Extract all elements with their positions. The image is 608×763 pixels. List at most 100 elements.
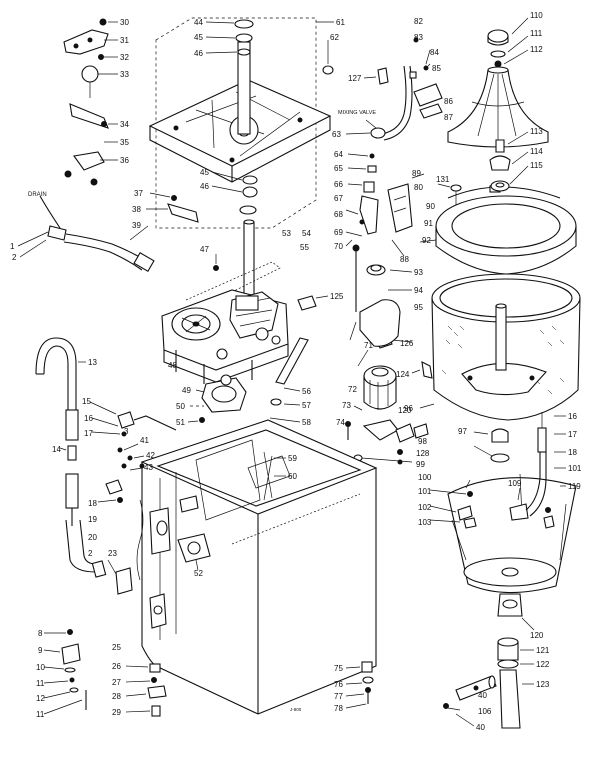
callout-83: 83	[414, 33, 423, 42]
callout-114: 114	[530, 147, 543, 156]
clamp-2	[91, 560, 107, 578]
callout-122: 122	[536, 660, 550, 669]
callout-25: 25	[112, 643, 121, 652]
callout-1: 1	[10, 242, 15, 251]
callout-50: 50	[176, 402, 185, 411]
bushing-97	[491, 428, 509, 443]
clip-127	[377, 67, 389, 85]
callout-23: 23	[108, 549, 117, 558]
callout-111: 111	[530, 29, 543, 38]
callout-82: 82	[414, 17, 423, 26]
text-labels: DRAIN MIXING VALVE J-800	[28, 110, 376, 712]
drain-hose-123	[499, 669, 521, 729]
clamp-9	[61, 643, 81, 665]
callout-69: 69	[334, 228, 343, 237]
callout-46: 46	[194, 49, 203, 58]
inlet-hose-82	[381, 65, 407, 135]
callout-84: 84	[430, 48, 439, 57]
washer-45	[235, 33, 253, 43]
callout-51: 51	[176, 418, 185, 427]
link-38	[167, 203, 199, 223]
callout-106: 106	[478, 707, 492, 716]
callout-35: 35	[120, 138, 129, 147]
callout-32: 32	[120, 53, 129, 62]
callout-94: 94	[414, 286, 423, 295]
callout-120a: 120	[398, 406, 412, 415]
callout-18: 18	[88, 499, 97, 508]
callout-61: 61	[336, 18, 345, 27]
callout-110: 110	[530, 11, 543, 20]
callout-99: 99	[416, 460, 425, 469]
callout-13: 13	[88, 358, 97, 367]
callout-2: 2	[12, 253, 17, 262]
callout-96: 96	[404, 404, 413, 413]
callout-77: 77	[334, 692, 343, 701]
callout-65: 65	[334, 164, 343, 173]
seal-111	[490, 50, 506, 58]
part-group-mixing-valve	[345, 37, 462, 262]
callout-14: 14	[52, 445, 61, 454]
drain-label: DRAIN	[28, 192, 47, 198]
callout-67: 67	[334, 194, 343, 203]
bracket-89	[387, 183, 413, 233]
callout-16b: 16	[568, 412, 577, 421]
callout-53: 53	[282, 229, 291, 238]
callout-47: 47	[200, 245, 209, 254]
callout-52: 52	[194, 569, 203, 578]
callout-2b: 2	[88, 549, 93, 558]
part-group-top-plate	[148, 17, 334, 229]
callout-55: 55	[300, 243, 309, 252]
callout-127: 127	[348, 74, 362, 83]
callout-40b: 40	[476, 723, 485, 732]
callout-40: 40	[478, 691, 487, 700]
callout-41: 41	[140, 436, 149, 445]
part-group-outer-tub	[366, 185, 581, 421]
callout-28: 28	[112, 692, 121, 701]
callout-31: 31	[120, 36, 129, 45]
figure-code: J-800	[290, 707, 302, 712]
bearing-45b	[242, 175, 258, 185]
part-group-left-hoses	[35, 337, 177, 715]
callout-54: 54	[302, 229, 311, 238]
callout-39: 39	[132, 221, 141, 230]
hose-14	[65, 473, 79, 509]
callout-36: 36	[120, 156, 129, 165]
callout-131: 131	[436, 175, 450, 184]
callout-86: 86	[444, 97, 453, 106]
callout-88: 88	[400, 255, 409, 264]
callout-76: 76	[334, 680, 343, 689]
callout-75: 75	[334, 664, 343, 673]
cap-44	[234, 19, 254, 29]
drain-hose-39	[65, 233, 149, 263]
bracket-69	[359, 195, 379, 235]
callout-70: 70	[334, 242, 343, 251]
lever-34	[69, 103, 109, 129]
drain-label-leader	[39, 195, 61, 229]
hose-section	[65, 409, 79, 441]
callout-80: 80	[414, 183, 423, 192]
callout-57: 57	[302, 401, 311, 410]
callout-44: 44	[194, 18, 203, 27]
plug-62	[322, 65, 334, 75]
valve-63	[370, 127, 386, 139]
callout-3: 3	[124, 427, 129, 436]
callout-38: 38	[132, 205, 141, 214]
callout-60: 60	[288, 472, 297, 481]
bracket-125	[297, 295, 317, 311]
plate-outline-dashed	[155, 17, 317, 229]
callout-112: 112	[530, 45, 543, 54]
callout-16: 16	[84, 414, 93, 423]
part-group-motor	[345, 262, 429, 465]
callout-128: 128	[416, 449, 430, 458]
clamp-39	[133, 252, 155, 272]
mixing-valve-86	[413, 83, 443, 107]
callout-91: 91	[424, 219, 433, 228]
callout-68: 68	[334, 210, 343, 219]
callout-18b: 18	[568, 448, 577, 457]
callout-71: 71	[364, 341, 373, 350]
cabinet-top-rim	[140, 419, 378, 515]
mixing-valve-label: MIXING VALVE	[338, 110, 376, 116]
callout-58: 58	[302, 418, 311, 427]
callout-121: 121	[536, 646, 550, 655]
